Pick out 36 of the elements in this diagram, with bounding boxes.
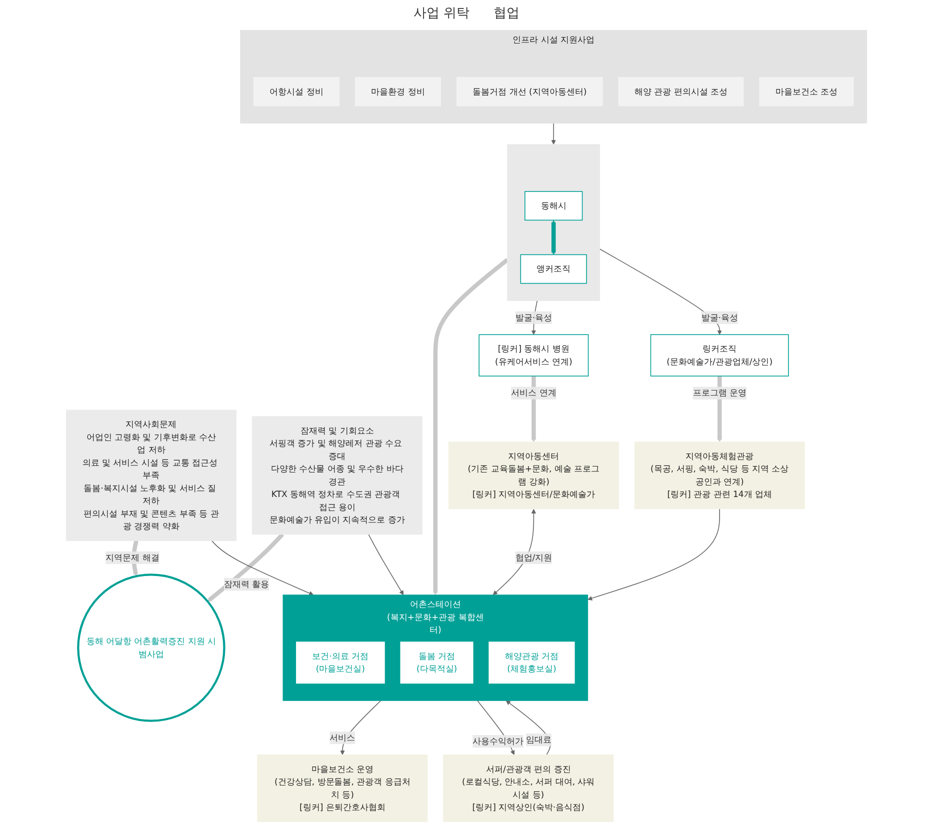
edge-label: 잠재력 활용: [224, 579, 270, 590]
edge-label: 발굴·육성: [701, 312, 738, 322]
node-box: 잠재력 및 기회요소 서핑객 증가 및 해양레저 관광 수요 증대 다양한 수산물 어종 및 우수한 바다경관 KTX 동해역 정차로 수도권 관광객 접근 용이 문화예술가 유입이 지속적으로 증가: [252, 416, 422, 535]
arrow: [551, 122, 556, 145]
edge-label: 사용수익허가: [472, 736, 524, 746]
edge-label: 발굴·육성: [515, 312, 552, 322]
edge-label: 서비스: [330, 732, 356, 743]
node-box: 지역아동체험관광 (목공, 서핑, 숙박, 식당 등 지역 소상공인과 연계) [링커] 관광 관련 14개 업체: [634, 442, 805, 510]
node-circle: 동해 어달항 어촌활력증진 지원 시범사업: [77, 574, 226, 722]
edge-label: 임대료: [526, 734, 552, 745]
node-box: [링커] 동해시 병원 (유케어서비스 연계): [478, 334, 589, 376]
node-box: 서퍼/관광객 편의 증진 (로컬식당, 안내소, 서퍼 대여, 샤워시설 등) [링커] 지역상인(숙박·음식점): [443, 754, 614, 822]
arrow: [207, 532, 284, 602]
arrow: [551, 220, 556, 255]
node-box: 마을보건소 운영 (건강상담, 방문돌봄, 관광객 응급처치 등) [링커] 은퇴간호사협회: [257, 754, 428, 822]
note-label: 사업 위탁: [413, 5, 470, 22]
cluster: [507, 144, 600, 301]
arrow: [433, 258, 509, 596]
arrow: [211, 540, 314, 596]
arrow: [531, 376, 536, 442]
node-box: 돌봄 거점 (다목적실): [400, 642, 474, 684]
arrow: [717, 376, 722, 442]
node-box: 지역아동센터 (기존 교육돌봄+문화, 예술 프로그램 강화) [링커] 지역아동센터/문화예술가: [448, 442, 619, 510]
node-box: 보건·의료 거점 (마을보건실): [296, 642, 385, 684]
edge-label: 협업/지원: [515, 552, 552, 563]
edge-label: 프로그램 운영: [692, 388, 746, 398]
node-box: 지역사회문제 어업인 고령화 및 기후변화로 수산업 저하 의료 및 서비스 시설 등 교통 접근성 부족 돌봄·복지시설 노후화 및 서비스 질 저하 편의시설 부재 및 콘텐츠 부족 등 관광 경쟁력 약화: [66, 410, 236, 541]
arrow: [588, 508, 720, 600]
arrow: [368, 534, 404, 596]
edge-label: 지역문제 해결: [106, 552, 160, 563]
note-label: 협업: [494, 5, 520, 22]
edge-label: 서비스 연계: [511, 388, 556, 398]
node-box: 앵커조직: [520, 254, 587, 284]
node-box: 동해시: [524, 191, 583, 221]
node-box: 해양관광 거점 (체험홍보실): [488, 642, 575, 684]
node-box: 링커조직 (문화예술가/관광업체/상인): [650, 334, 789, 376]
